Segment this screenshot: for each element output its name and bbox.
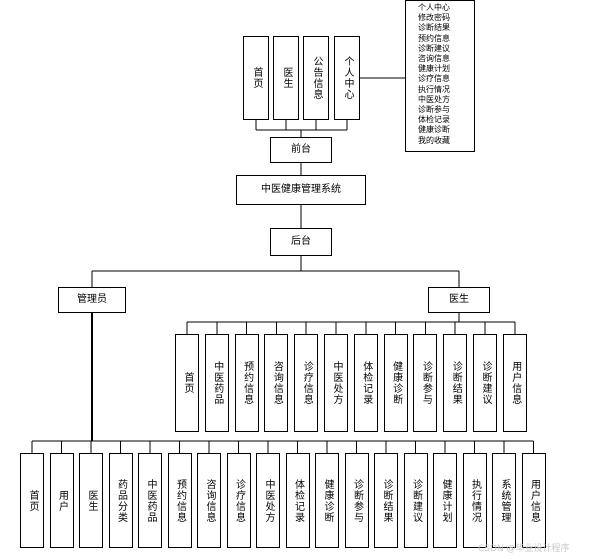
personal-center-submenu: 个人中心修改密码诊断结果预约信息诊断建议咨询信息健康计划诊疗信息执行情况中医处方… — [405, 0, 475, 152]
front-item-label: 公告信息 — [311, 56, 322, 100]
front-item-label: 首页 — [251, 67, 262, 89]
admin-item: 用户 — [49, 453, 74, 548]
doctor-item-label: 预约信息 — [241, 361, 253, 405]
admin-item: 用户信息 — [521, 453, 546, 548]
admin-item: 中医药品 — [138, 453, 162, 548]
admin-node: 管理员 — [58, 287, 126, 313]
doctor-item-label: 咨询信息 — [271, 361, 283, 405]
admin-item-label: 医生 — [86, 489, 97, 512]
admin-item: 医生 — [79, 453, 103, 548]
admin-item: 诊断参与 — [344, 453, 369, 548]
front-item-notice: 公告信息 — [303, 36, 329, 120]
admin-item: 系统管理 — [492, 453, 516, 548]
admin-item: 预约信息 — [167, 453, 192, 548]
system-node: 中医健康管理系统 — [236, 175, 366, 205]
personal-center-item: 体检记录 — [418, 115, 450, 125]
front-item-label: 医生 — [281, 67, 292, 89]
admin-item-label: 中医药品 — [145, 478, 156, 523]
front-node: 前台 — [270, 137, 332, 163]
doctor-item: 中医处方 — [324, 334, 348, 432]
admin-label: 管理员 — [77, 294, 107, 305]
doctor-item-label: 体检记录 — [360, 361, 372, 405]
doctor-node: 医生 — [428, 287, 490, 313]
front-item-doctor: 医生 — [273, 36, 299, 120]
front-label: 前台 — [291, 144, 311, 155]
admin-item: 中医处方 — [256, 453, 280, 548]
admin-item: 咨询信息 — [197, 453, 221, 548]
doctor-item-label: 中医处方 — [331, 361, 342, 405]
personal-center-item: 健康诊断 — [418, 125, 450, 135]
admin-item-label: 药品分类 — [115, 478, 127, 523]
personal-center-item: 咨询信息 — [418, 54, 450, 64]
personal-center-item: 诊疗信息 — [418, 74, 450, 84]
admin-item-label: 系统管理 — [499, 478, 510, 523]
doctor-item-label: 用户信息 — [509, 361, 521, 405]
doctor-item: 健康诊断 — [383, 334, 408, 432]
admin-item: 体检记录 — [285, 453, 310, 548]
doctor-item: 体检记录 — [353, 334, 378, 432]
doctor-item: 中医药品 — [204, 334, 229, 432]
front-item-personal-center: 个人中心 — [334, 36, 360, 120]
doctor-item-label: 中医药品 — [211, 361, 223, 405]
personal-center-item: 执行情况 — [418, 84, 450, 94]
personal-center-item: 诊断建议 — [418, 43, 450, 53]
admin-item-label: 诊断建议 — [410, 478, 422, 523]
personal-center-item: 我的收藏 — [418, 135, 450, 145]
personal-center-item: 诊断参与 — [418, 105, 450, 115]
front-item-label: 个人中心 — [342, 56, 353, 100]
doctor-item-label: 诊断结果 — [450, 361, 462, 405]
personal-center-item: 修改密码 — [418, 13, 450, 23]
admin-item-label: 体检记录 — [292, 478, 304, 523]
admin-item-label: 咨询信息 — [204, 478, 215, 523]
back-node: 后台 — [270, 228, 332, 256]
doctor-item-label: 健康诊断 — [390, 361, 402, 405]
admin-item-label: 预约信息 — [174, 478, 186, 523]
admin-item-label: 诊断参与 — [351, 478, 363, 523]
personal-center-item: 健康计划 — [418, 64, 450, 74]
doctor-item: 诊断参与 — [413, 334, 438, 432]
admin-item: 健康诊断 — [315, 453, 339, 548]
doctor-label: 医生 — [449, 294, 469, 305]
doctor-item-label: 诊疗信息 — [301, 361, 313, 405]
front-item-home: 首页 — [243, 36, 269, 120]
doctor-item-label: 首页 — [182, 372, 193, 394]
personal-center-item: 诊断结果 — [418, 23, 450, 33]
doctor-item-label: 诊断建议 — [480, 361, 491, 405]
doctor-item: 诊断结果 — [443, 334, 468, 432]
admin-item-label: 健康诊断 — [322, 478, 333, 523]
doctor-item-label: 诊断参与 — [420, 361, 432, 405]
admin-item: 诊疗信息 — [226, 453, 251, 548]
admin-item: 诊断结果 — [374, 453, 398, 548]
personal-center-item: 个人中心 — [418, 3, 450, 12]
doctor-item: 诊断建议 — [473, 334, 497, 432]
admin-item: 健康计划 — [433, 453, 457, 548]
doctor-item: 咨询信息 — [264, 334, 289, 432]
admin-item: 药品分类 — [108, 453, 133, 548]
admin-item: 首页 — [20, 453, 44, 548]
admin-item-label: 用户 — [56, 489, 68, 512]
doctor-item: 首页 — [175, 334, 199, 432]
admin-item: 诊断建议 — [403, 453, 428, 548]
admin-item-label: 中医处方 — [263, 478, 274, 523]
system-label: 中医健康管理系统 — [261, 184, 341, 195]
admin-item-label: 诊断结果 — [381, 478, 392, 523]
doctor-item: 预约信息 — [234, 334, 259, 432]
personal-center-item: 中医处方 — [418, 94, 450, 104]
admin-item-label: 诊疗信息 — [233, 478, 245, 523]
admin-item-label: 首页 — [27, 489, 38, 512]
admin-item-label: 执行情况 — [469, 478, 481, 523]
doctor-item: 用户信息 — [502, 334, 527, 432]
admin-item-label: 用户信息 — [528, 478, 540, 523]
back-label: 后台 — [291, 236, 311, 247]
doctor-item: 诊疗信息 — [294, 334, 319, 432]
admin-item-label: 健康计划 — [440, 478, 451, 523]
personal-center-item: 预约信息 — [418, 33, 450, 43]
admin-item: 执行情况 — [462, 453, 487, 548]
watermark: CSDN @毕业设计程序 — [478, 544, 570, 554]
